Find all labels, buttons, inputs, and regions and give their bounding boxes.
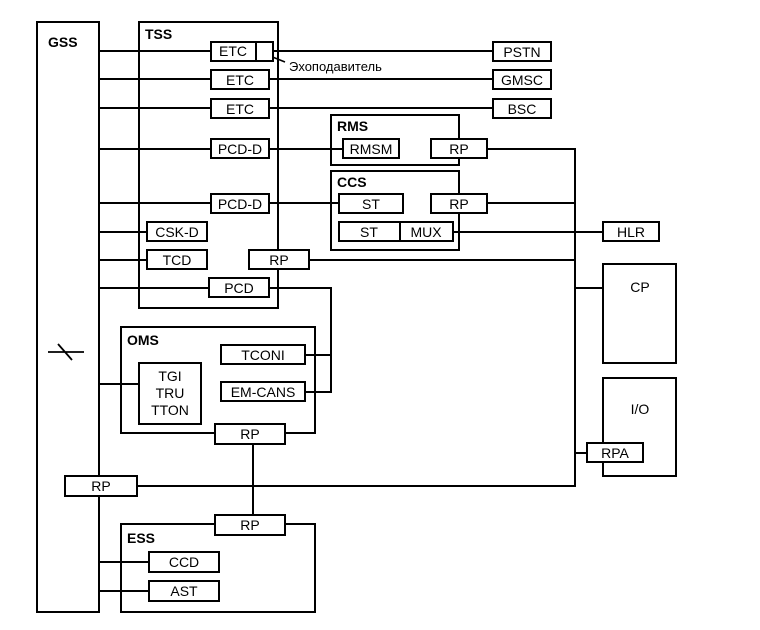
bsc-label: BSC: [508, 101, 537, 117]
csk-d-box: [146, 221, 208, 242]
rp-tss-box: [248, 249, 310, 270]
st-1-label: ST: [362, 196, 380, 212]
mux-box: [399, 221, 454, 242]
pcd-box: [208, 277, 270, 298]
switch-symbol: [48, 343, 84, 361]
pstn-label: PSTN: [503, 44, 540, 60]
tcd-label: TCD: [163, 252, 192, 268]
ccd-box: [148, 551, 220, 573]
mux-label: MUX: [410, 224, 442, 240]
oms-label: OMS: [127, 332, 159, 348]
tss-label: TSS: [145, 26, 172, 42]
tconi-box: [220, 344, 306, 365]
rp-gss-box: [64, 475, 138, 497]
etc-3-box: [210, 98, 270, 119]
pcd-d-1-box: [210, 138, 270, 159]
rms-label: RMS: [337, 118, 368, 134]
pcd-d-2-box: [210, 193, 270, 214]
etc-2-box: [210, 69, 270, 90]
etc-1-label: ETC: [219, 43, 247, 59]
tss-group: [138, 21, 279, 309]
line-main-bus: [137, 148, 576, 487]
etc-1-box: [210, 41, 274, 62]
tgi-label: TGI: [158, 368, 181, 384]
pcd-label: PCD: [224, 280, 254, 296]
rp-oms-label: RP: [240, 426, 259, 442]
csk-d-label: CSK-D: [155, 224, 199, 240]
etc-3-label: ETC: [226, 101, 254, 117]
io-label: I/O: [631, 401, 650, 417]
em-cans-label: EM-CANS: [231, 384, 296, 400]
tcd-box: [146, 249, 208, 270]
cp-block: [602, 263, 677, 364]
rp-ccs-box: [430, 193, 488, 214]
rp-ccs-label: RP: [449, 196, 468, 212]
tgi-tru-tton-box: [138, 362, 202, 425]
gss-block: [36, 21, 100, 613]
ccs-label: CCS: [337, 174, 367, 190]
em-cans-box: [220, 381, 306, 402]
line-pcd-oms: [269, 287, 332, 393]
gss-label: GSS: [48, 34, 78, 50]
st-1-box: [338, 193, 404, 214]
rp-rms-label: RP: [449, 141, 468, 157]
st-2-label: ST: [360, 224, 378, 240]
ccd-label: CCD: [169, 554, 199, 570]
hlr-label: HLR: [617, 224, 645, 240]
rp-oms-box: [214, 423, 286, 445]
io-block: [602, 377, 677, 477]
echo-canceller-label: Эхоподавитель: [289, 59, 382, 74]
bsc-box: [492, 98, 552, 119]
connector-lines: [65, 50, 603, 592]
tru-label: TRU: [156, 385, 185, 401]
pcd-d-1-label: PCD-D: [218, 141, 262, 157]
etc-2-label: ETC: [226, 72, 254, 88]
rp-gss-label: RP: [91, 478, 110, 494]
tton-label: TTON: [151, 402, 189, 418]
rp-ess-label: RP: [240, 517, 259, 533]
gmsc-label: GMSC: [501, 72, 543, 88]
rmsm-label: RMSM: [350, 141, 393, 157]
ast-label: AST: [170, 583, 198, 599]
rp-rms-box: [430, 138, 488, 159]
hlr-box: [602, 221, 660, 242]
rmsm-box: [342, 138, 400, 159]
gmsc-box: [492, 69, 552, 90]
rpa-label: RPA: [601, 445, 629, 461]
rp-tss-label: RP: [269, 252, 288, 268]
ast-box: [148, 580, 220, 602]
rpa-box: [586, 442, 644, 463]
ess-label: ESS: [127, 530, 155, 546]
pcd-d-2-label: PCD-D: [218, 196, 262, 212]
rp-ess-box: [214, 514, 286, 536]
pstn-box: [492, 41, 552, 62]
cp-label: CP: [630, 279, 649, 295]
tconi-label: TCONI: [241, 347, 285, 363]
